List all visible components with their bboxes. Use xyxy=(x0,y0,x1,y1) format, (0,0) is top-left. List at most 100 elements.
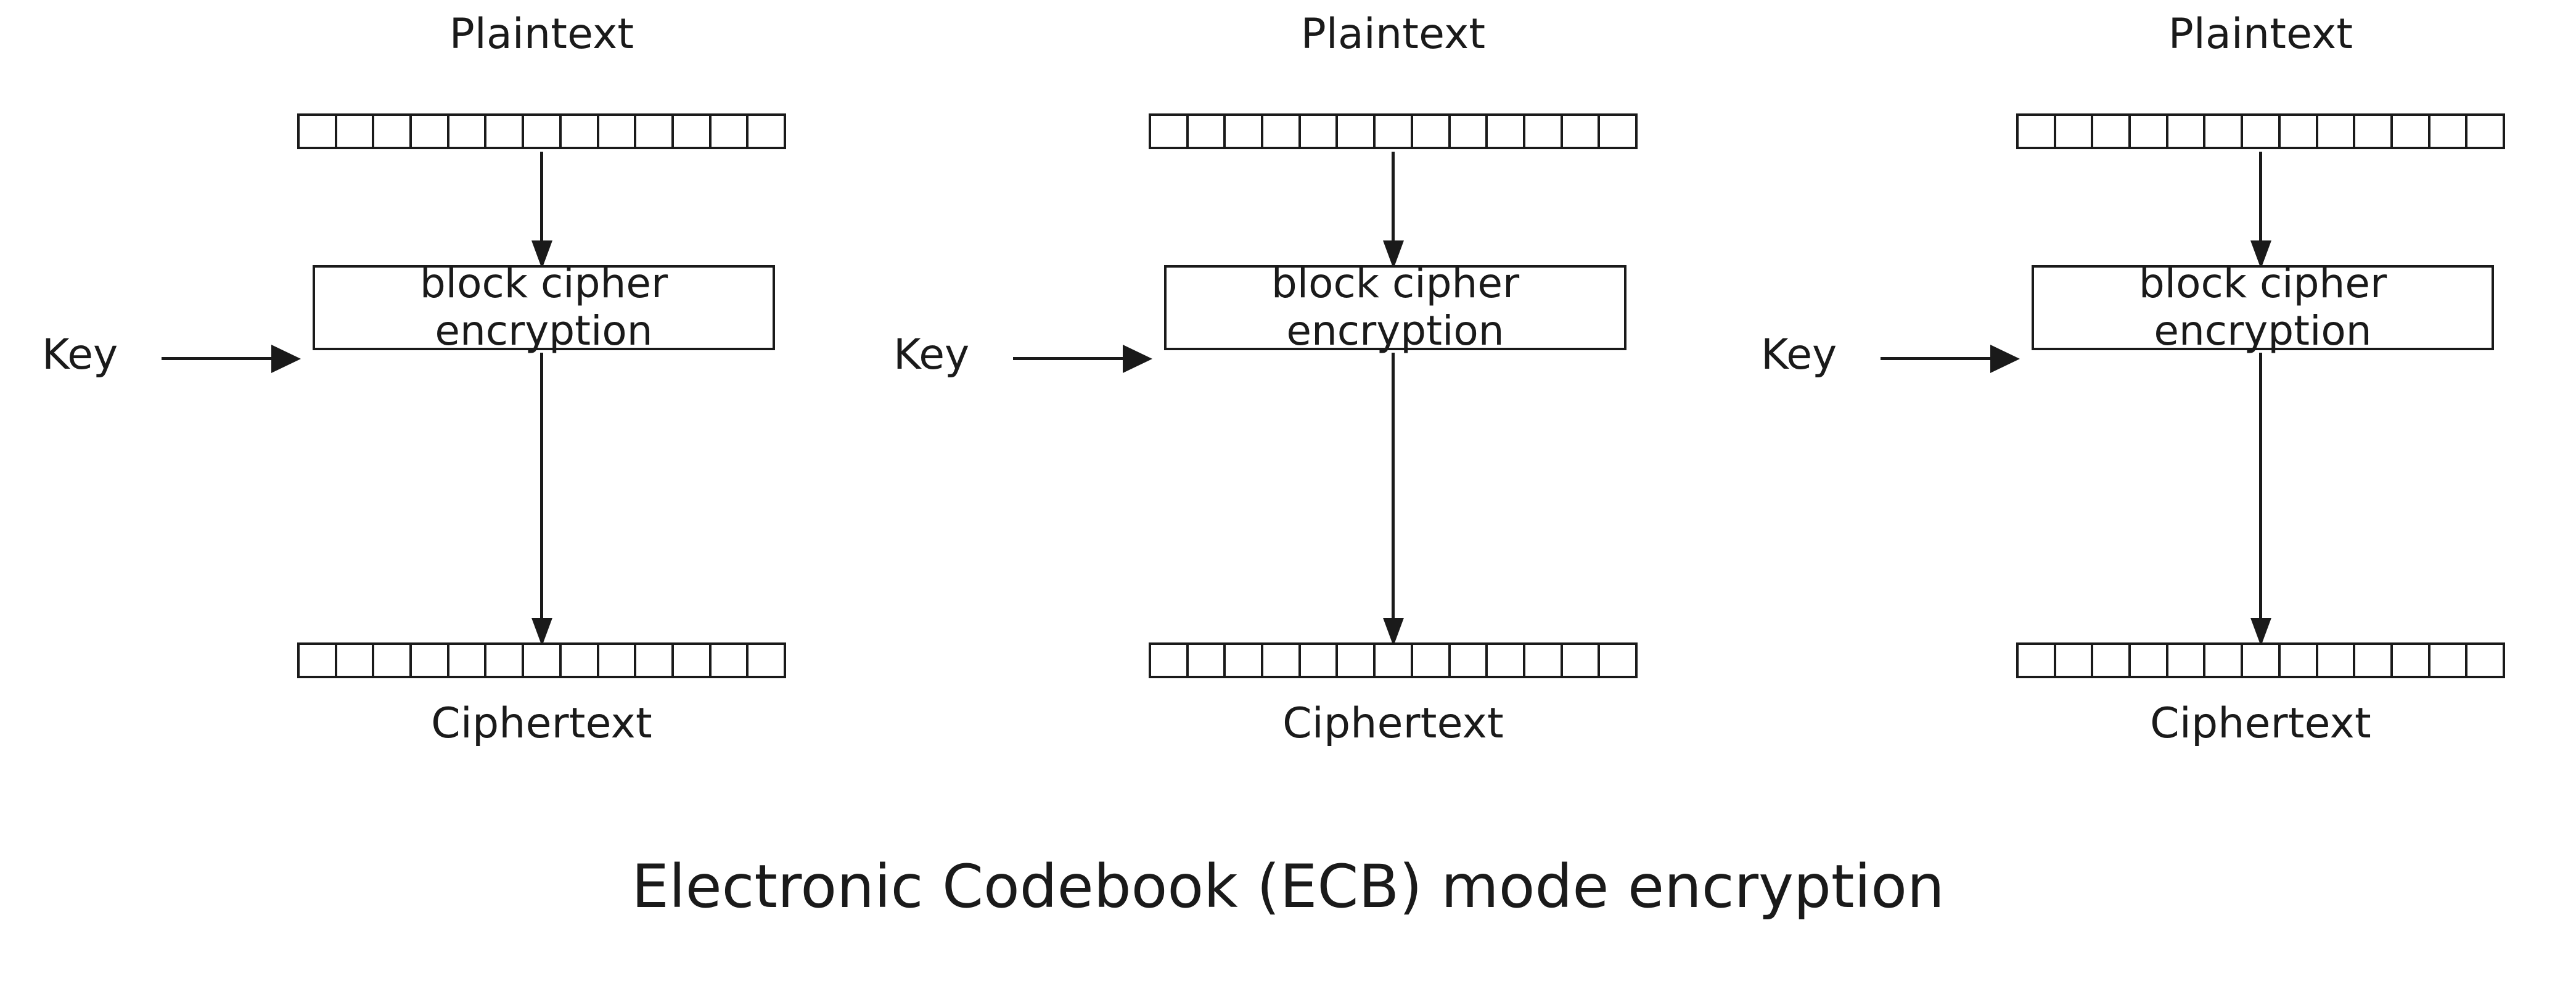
ciphertext-block-cell xyxy=(2355,645,2393,676)
ciphertext-label: Ciphertext xyxy=(1282,699,1504,748)
key-to-cipher-arrow-icon xyxy=(1013,344,1152,374)
ciphertext-block-cell xyxy=(412,645,449,676)
key-label: Key xyxy=(42,330,118,379)
plaintext-label: Plaintext xyxy=(2168,10,2353,59)
plaintext-block-cell xyxy=(1338,116,1376,147)
ciphertext-block-cell xyxy=(2056,645,2094,676)
ciphertext-block-cell xyxy=(2393,645,2430,676)
plaintext-block-cell xyxy=(599,116,637,147)
ciphertext-block-cell xyxy=(2205,645,2244,676)
plaintext-block-cell xyxy=(2318,116,2356,147)
arrow-shaft xyxy=(1013,357,1127,360)
ciphertext-block-bar xyxy=(1149,642,1638,678)
ciphertext-block-cell xyxy=(2281,645,2318,676)
ciphertext-block-cell xyxy=(1263,645,1301,676)
ciphertext-block-cell xyxy=(1525,645,1563,676)
block-cipher-encryption-box: block cipher encryption xyxy=(313,260,775,355)
cipher-to-ciphertext-arrow-icon xyxy=(2242,353,2279,647)
plaintext-block-cell xyxy=(1413,116,1451,147)
cipher-box-line-1: block cipher xyxy=(1271,260,1520,308)
ecb-panel-3: Plaintext Key block cipher xyxy=(1719,0,2576,795)
arrow-shaft xyxy=(1392,152,1395,242)
ciphertext-block-cell xyxy=(2318,645,2356,676)
plaintext-label: Plaintext xyxy=(449,10,634,59)
plaintext-block-cell xyxy=(712,116,749,147)
arrow-shaft xyxy=(1392,353,1395,619)
plaintext-block-cell xyxy=(1263,116,1301,147)
ciphertext-block-cell xyxy=(1376,645,1413,676)
arrow-shaft xyxy=(1881,357,1995,360)
arrow-shaft xyxy=(2259,152,2262,242)
ciphertext-block-bar xyxy=(2016,642,2505,678)
plaintext-block-bar xyxy=(2016,113,2505,149)
ciphertext-block-cell xyxy=(599,645,637,676)
plaintext-block-cell xyxy=(2205,116,2244,147)
ciphertext-block-cell xyxy=(486,645,525,676)
plaintext-block-bar xyxy=(1149,113,1638,149)
ciphertext-label: Ciphertext xyxy=(431,699,652,748)
plaintext-block-cell xyxy=(2355,116,2393,147)
plaintext-block-cell xyxy=(2056,116,2094,147)
arrow-head xyxy=(1383,618,1404,646)
plaintext-block-cell xyxy=(2019,116,2056,147)
plaintext-block-cell xyxy=(1151,116,1189,147)
plaintext-block-cell xyxy=(1376,116,1413,147)
plaintext-block-cell xyxy=(1226,116,1264,147)
ciphertext-block-cell xyxy=(1488,645,1525,676)
plaintext-to-cipher-arrow-icon xyxy=(523,152,560,269)
block-cipher-encryption-box: block cipher encryption xyxy=(2032,260,2494,355)
plaintext-block-cell xyxy=(749,116,784,147)
ciphertext-block-cell xyxy=(1151,645,1189,676)
plaintext-to-cipher-arrow-icon xyxy=(1375,152,1412,269)
ciphertext-block-cell xyxy=(1338,645,1376,676)
plaintext-block-cell xyxy=(1525,116,1563,147)
ciphertext-block-cell xyxy=(674,645,712,676)
arrow-shaft xyxy=(540,353,543,619)
ciphertext-block-cell xyxy=(1301,645,1339,676)
ecb-panel-1: Plaintext Key block cipher xyxy=(0,0,876,795)
ciphertext-block-cell xyxy=(636,645,674,676)
ecb-panel-2: Plaintext Key block cipher xyxy=(851,0,1727,795)
key-to-cipher-arrow-icon xyxy=(1881,344,2020,374)
ciphertext-block-cell xyxy=(1413,645,1451,676)
plaintext-block-cell xyxy=(449,116,487,147)
plaintext-block-cell xyxy=(2281,116,2318,147)
diagram-caption: Electronic Codebook (ECB) mode encryptio… xyxy=(631,852,1945,921)
ciphertext-block-cell xyxy=(1600,645,1635,676)
arrow-shaft xyxy=(162,357,276,360)
plaintext-block-cell xyxy=(2168,116,2206,147)
ciphertext-block-bar xyxy=(297,642,786,678)
plaintext-block-cell xyxy=(674,116,712,147)
cipher-box-line-2: encryption xyxy=(435,307,653,355)
plaintext-to-cipher-arrow-icon xyxy=(2242,152,2279,269)
ciphertext-block-cell xyxy=(749,645,784,676)
ciphertext-block-cell xyxy=(449,645,487,676)
cipher-box-line-1: block cipher xyxy=(419,260,668,308)
plaintext-block-cell xyxy=(1600,116,1635,147)
ciphertext-block-cell xyxy=(337,645,375,676)
plaintext-block-cell xyxy=(2131,116,2168,147)
cipher-box-line-1: block cipher xyxy=(2138,260,2387,308)
plaintext-block-cell xyxy=(1301,116,1339,147)
arrow-head xyxy=(1123,345,1152,373)
key-label: Key xyxy=(893,330,970,379)
plaintext-block-cell xyxy=(1451,116,1488,147)
arrow-head xyxy=(2250,240,2271,269)
ciphertext-block-cell xyxy=(2243,645,2281,676)
arrow-head xyxy=(1990,345,2020,373)
ciphertext-block-cell xyxy=(300,645,337,676)
plaintext-block-cell xyxy=(337,116,375,147)
ciphertext-block-cell xyxy=(712,645,749,676)
arrow-shaft xyxy=(2259,353,2262,619)
ciphertext-label: Ciphertext xyxy=(2150,699,2371,748)
cipher-to-ciphertext-arrow-icon xyxy=(1375,353,1412,647)
plaintext-block-cell xyxy=(524,116,562,147)
ciphertext-block-cell xyxy=(524,645,562,676)
ciphertext-block-cell xyxy=(1451,645,1488,676)
plaintext-block-cell xyxy=(2430,116,2468,147)
ciphertext-block-cell xyxy=(1189,645,1226,676)
plaintext-block-bar xyxy=(297,113,786,149)
cipher-to-ciphertext-arrow-icon xyxy=(523,353,560,647)
ciphertext-block-cell xyxy=(2131,645,2168,676)
arrow-head xyxy=(2250,618,2271,646)
